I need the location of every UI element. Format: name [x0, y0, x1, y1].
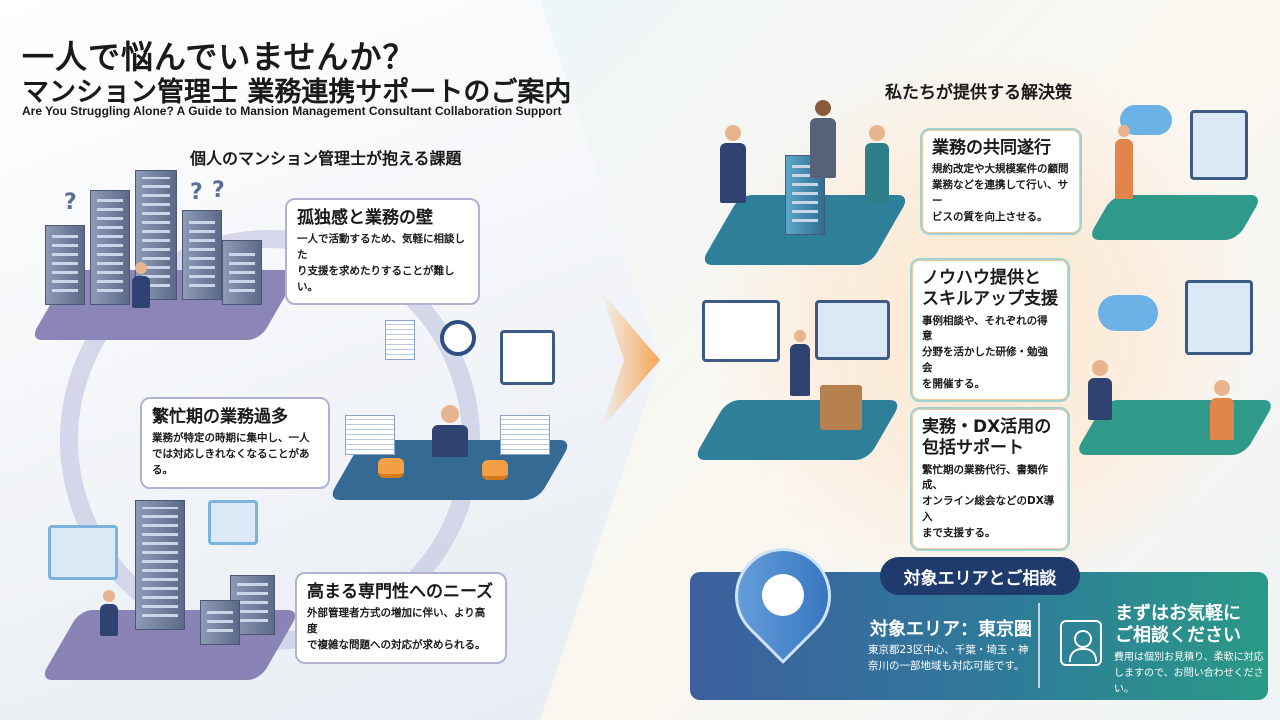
- building-icon: [182, 210, 222, 300]
- solution-card-dx: 実務・DX活用の 包括サポート 繁忙期の業務代行、書類作成、 オンライン総会など…: [910, 407, 1070, 552]
- card-title: 繁忙期の業務過多: [152, 407, 288, 427]
- person-icon: [1088, 360, 1112, 420]
- person-icon: [865, 125, 889, 205]
- card-desc: 外部管理者方式の増加に伴い、より高度 で複雑な問題への対応が求められる。: [307, 607, 486, 651]
- problem-card-expertise: 高まる専門性へのニーズ 外部管理者方式の増加に伴い、より高度 で複雑な問題への対…: [295, 572, 507, 664]
- calendar-icon: [500, 330, 555, 385]
- problem-card-overload: 繁忙期の業務過多 業務が特定の時期に集中し、一人 では対応しきれなくなることがあ…: [140, 397, 330, 489]
- question-mark-icon: ?: [212, 178, 225, 203]
- area-description: 東京都23区中心、千葉・埼玉・神 奈川の一部地域も対応可能です。: [868, 644, 1029, 672]
- solution-card-collaboration: 業務の共同遂行 規約改定や大規模案件の顧問 業務などを連携して行い、サー ビスの…: [920, 128, 1082, 236]
- card-desc: 一人で活動するため、気軽に相談した り支援を求めたりすることが難しい。: [297, 233, 465, 293]
- page-subtitle: マンション管理士 業務連携サポートのご案内: [22, 77, 572, 108]
- area-title: 対象エリア：東京圏: [870, 619, 1032, 640]
- document-stack-icon: [500, 415, 550, 455]
- person-icon: [1210, 380, 1234, 440]
- seminar-platform: [692, 400, 903, 460]
- page-title: 一人で悩んでいませんか？: [22, 38, 416, 76]
- card-title: 実務・DX活用の 包括サポート: [922, 417, 1052, 459]
- problems-heading: 個人のマンション管理士が抱える課題: [190, 149, 462, 168]
- contact-book-icon: [1060, 620, 1102, 666]
- building-icon: [135, 500, 185, 630]
- solution-card-knowhow: ノウハウ提供と スキルアップ支援 事例相談や、それぞれの得意 分野を活かした研修…: [910, 258, 1070, 403]
- clock-icon: [440, 320, 476, 356]
- card-title: 高まる専門性へのニーズ: [307, 582, 494, 602]
- card-title: 業務の共同遂行: [932, 138, 1051, 158]
- cta-description: 費用は個別お見積り、柔軟に対応 しますので、お問い合わせください。: [1114, 652, 1264, 695]
- building-icon: [90, 190, 130, 305]
- cloud-icon: [1098, 295, 1158, 331]
- problem-card-isolation: 孤独感と業務の壁 一人で活動するため、気軽に相談した り支援を求めたりすることが…: [285, 198, 480, 306]
- document-icon: [385, 320, 415, 360]
- card-desc: 事例相談や、それぞれの得意 分野を活かした研修・勉強会 を開催する。: [922, 314, 1048, 390]
- building-icon: [200, 600, 240, 645]
- person-icon: [720, 125, 746, 205]
- presenter-icon: [790, 330, 810, 400]
- question-mark-icon: ?: [64, 190, 77, 215]
- building-icon: [45, 225, 85, 305]
- presentation-screen-icon: [815, 300, 890, 360]
- divider: [1038, 603, 1040, 688]
- stressed-person-icon: [432, 405, 468, 457]
- cloud-screen-icon: [208, 500, 258, 545]
- card-title: ノウハウ提供と スキルアップ支援: [922, 268, 1058, 310]
- card-desc: 繁忙期の業務代行、書類作成、 オンライン総会などのDX導入 まで支援する。: [922, 463, 1055, 539]
- english-subtitle: Are You Struggling Alone? A Guide to Man…: [22, 104, 562, 118]
- monitor-icon: [1190, 110, 1248, 180]
- contact-badge: 対象エリアとご相談: [880, 557, 1080, 595]
- person-icon: [100, 590, 118, 636]
- coin-stack-icon: [482, 460, 508, 480]
- person-icon: [810, 100, 836, 180]
- solutions-heading: 私たちが提供する解決策: [885, 83, 1072, 103]
- card-title: 孤独感と業務の壁: [297, 208, 433, 228]
- video-call-screen-icon: [1185, 280, 1253, 355]
- building-icon: [222, 240, 262, 305]
- workspace-platform: [1087, 195, 1263, 240]
- coin-stack-icon: [378, 458, 404, 478]
- person-icon: [1115, 125, 1133, 205]
- presentation-board-icon: [702, 300, 780, 362]
- hologram-screen-icon: [48, 525, 118, 580]
- document-stack-icon: [345, 415, 395, 455]
- cta-title: まずはお気軽に ご相談ください: [1115, 603, 1241, 646]
- podium-icon: [820, 385, 862, 430]
- building-icon: [135, 170, 177, 300]
- person-icon: [132, 262, 150, 308]
- question-mark-icon: ?: [190, 180, 203, 205]
- card-desc: 規約改定や大規模案件の顧問 業務などを連携して行い、サー ビスの質を向上させる。: [932, 163, 1069, 223]
- location-pin-dot: [762, 574, 804, 616]
- card-desc: 業務が特定の時期に集中し、一人 では対応しきれなくなることがある。: [152, 432, 310, 476]
